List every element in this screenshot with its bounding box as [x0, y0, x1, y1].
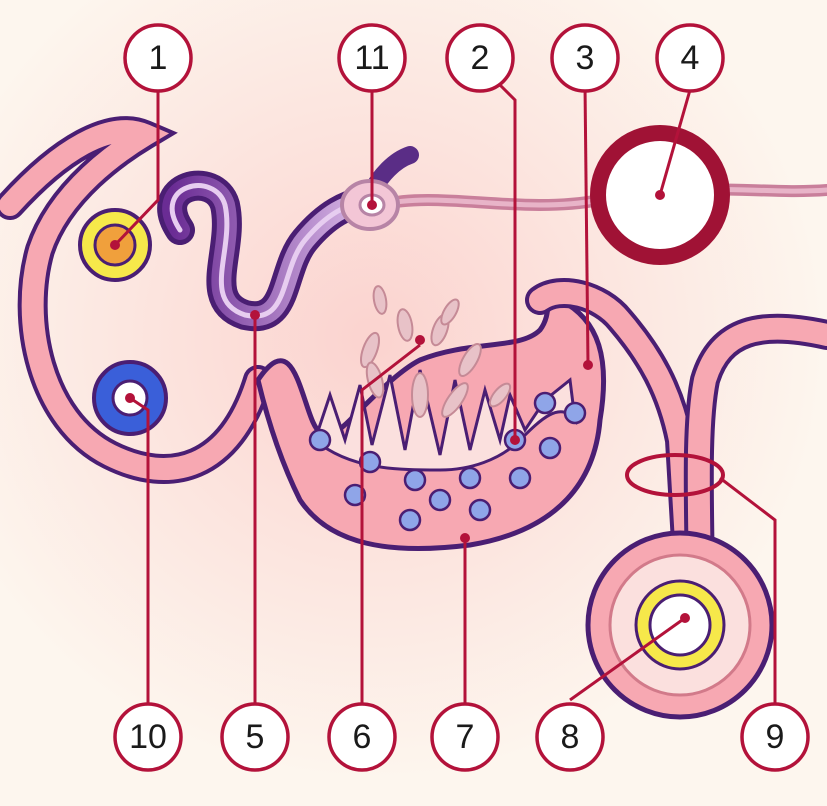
bulb-8-center [650, 595, 710, 655]
callout-11-label: 11 [354, 39, 389, 77]
pin-11 [367, 200, 377, 210]
callout-5: 5 [222, 704, 288, 770]
callout-10: 10 [115, 704, 181, 770]
sperm-cell [412, 373, 428, 417]
pin-7 [460, 533, 470, 543]
wall-cell [535, 393, 555, 413]
pin-8 [680, 613, 690, 623]
pin-4 [655, 190, 665, 200]
wall-cell [405, 470, 425, 490]
wall-cell [460, 468, 480, 488]
wall-cell [310, 430, 330, 450]
callout-7: 7 [432, 704, 498, 770]
wall-cell [510, 468, 530, 488]
callout-7-label: 7 [456, 718, 475, 756]
callout-2: 2 [447, 25, 513, 91]
callout-4-label: 4 [681, 39, 700, 77]
wall-cell [565, 403, 585, 423]
pin-5 [250, 310, 260, 320]
callout-2-label: 2 [471, 39, 490, 77]
callout-11: 11 [339, 25, 405, 91]
pin-3 [583, 360, 593, 370]
callout-9: 9 [742, 704, 808, 770]
callout-9-label: 9 [766, 718, 785, 756]
pin-2 [510, 435, 520, 445]
callout-1-label: 1 [149, 39, 168, 77]
callout-4: 4 [657, 25, 723, 91]
callout-1: 1 [125, 25, 191, 91]
pin-6 [415, 335, 425, 345]
pin-1 [110, 240, 120, 250]
callout-8: 8 [537, 704, 603, 770]
callout-5-label: 5 [246, 718, 265, 756]
pin-10 [125, 393, 135, 403]
callout-6: 6 [329, 704, 395, 770]
wall-cell [400, 510, 420, 530]
callout-3-label: 3 [576, 39, 595, 77]
callout-6-label: 6 [353, 718, 372, 756]
callout-8-label: 8 [561, 718, 580, 756]
wall-cell [470, 500, 490, 520]
callout-3: 3 [552, 25, 618, 91]
wall-cell [540, 438, 560, 458]
wall-cell [430, 490, 450, 510]
callout-10-label: 10 [129, 718, 167, 756]
